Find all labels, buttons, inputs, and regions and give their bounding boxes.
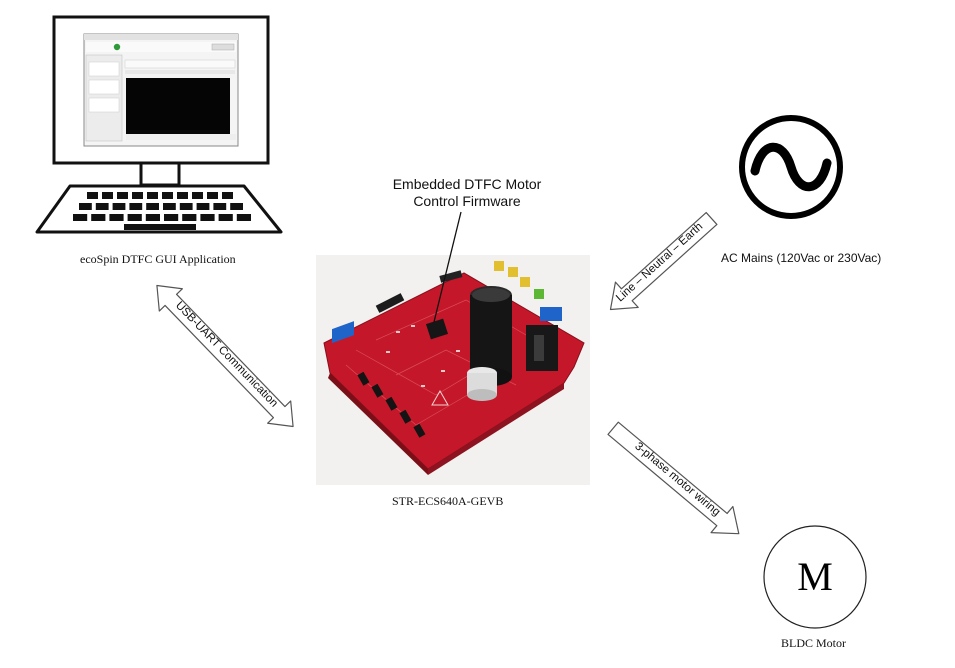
keyboard-key [207,192,218,199]
pc-caption: ecoSpin DTFC GUI Application [80,252,236,266]
motor-letter: M [797,554,833,599]
keyboard-key [230,203,243,210]
keyboard-key [236,214,251,221]
mcu-chip [425,318,449,340]
keyboard-key [102,192,113,199]
gui-brand-bar [86,42,236,52]
keyboard-key [162,192,173,199]
keyboard-key [192,192,203,199]
pcb [323,272,585,470]
keyboard-key [179,203,193,210]
terminal-block-right [540,307,562,321]
keyboard-key [129,203,143,210]
keyboard-key [127,214,142,221]
board-photo [316,255,590,485]
keyboard-key [177,192,188,199]
keyboard-key [95,203,109,210]
keyboard-key [112,203,126,210]
keyboard-key [132,192,143,199]
keyboard-key [109,214,124,221]
keyboard-key [91,214,106,221]
gui-scope-plot [126,78,230,134]
keyboard-key [87,192,98,199]
bulk-capacitor [470,295,512,377]
keyboard-key [222,192,233,199]
keyboard-spacebar [124,224,196,230]
firmware-annotation: Embedded DTFC Motor Control Firmware [382,176,552,210]
keyboard-key [147,192,158,199]
sine-wave-icon [750,142,832,192]
keyboard-key [163,203,176,210]
board-caption: STR-ECS640A-GEVB [392,494,504,508]
keyboard-key [164,214,179,221]
keyboard-key [200,214,215,221]
terminal-block-left [332,321,354,344]
keyboard-key [79,203,92,210]
keyboard-key [117,192,128,199]
keyboard-key [146,203,159,210]
keyboard-key [218,214,233,221]
keyboard-key [73,214,88,221]
keyboard-key [182,214,197,221]
firmware-annotation-line2: Control Firmware [413,193,521,209]
keyboard-key [196,203,210,210]
keyboard-key [213,203,227,210]
motor-caption: BLDC Motor [781,636,847,650]
ac-mains-caption: AC Mains (120Vac or 230Vac) [721,251,882,265]
keyboard-key [145,214,160,221]
firmware-annotation-line1: Embedded DTFC Motor [392,176,542,192]
